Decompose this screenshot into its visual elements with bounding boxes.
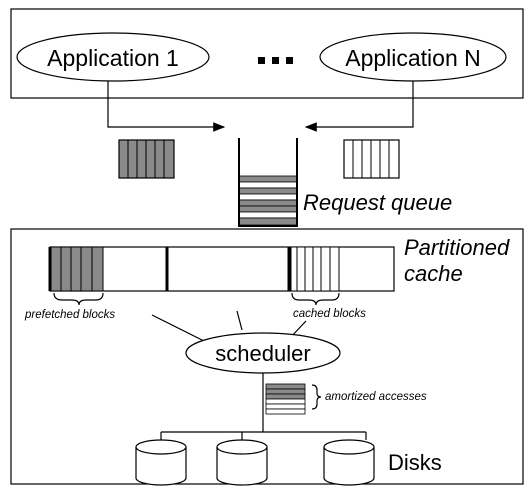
disk-icon [135, 439, 187, 486]
storage-box [10, 228, 524, 485]
prefetched-blocks-label: prefetched blocks [24, 309, 115, 321]
application-n-node: Application N [319, 32, 507, 82]
partitioned-cache-bar [48, 246, 395, 292]
cached-partition [290, 246, 340, 292]
scheduler-label: scheduler [215, 341, 310, 366]
prefetched-brace [53, 292, 104, 306]
link-cache-to-scheduler [236, 310, 243, 331]
disk-icon [216, 439, 268, 486]
white-request-batch [343, 139, 400, 179]
arrow-appn-to-queue [304, 81, 414, 132]
cached-blocks-label: cached blocks [293, 308, 366, 320]
application-1-label: Application 1 [47, 45, 179, 71]
application-1-node: Application 1 [16, 32, 210, 82]
disk-icon [323, 439, 375, 486]
amortized-batch [265, 383, 306, 415]
scheduler-node: scheduler [185, 332, 341, 374]
shaded-request-batch [118, 139, 175, 179]
cached-brace [291, 292, 340, 306]
link-prefetched-to-scheduler [151, 314, 205, 342]
applications-box [10, 8, 524, 99]
amortized-brace [311, 384, 322, 410]
arrow-app1-to-queue [107, 81, 226, 132]
ellipsis-dots: ... [258, 57, 293, 64]
prefetched-partition [49, 246, 104, 292]
disks-label: Disks [388, 450, 442, 475]
request-queue-label: Request queue [303, 190, 452, 215]
application-n-label: Application N [345, 45, 481, 71]
partitioned-cache-label-line1: Partitioned [404, 235, 510, 260]
partitioned-cache-label-line2: cache [404, 261, 463, 286]
amortized-accesses-label: amortized accesses [325, 391, 427, 403]
request-queue [238, 138, 298, 227]
